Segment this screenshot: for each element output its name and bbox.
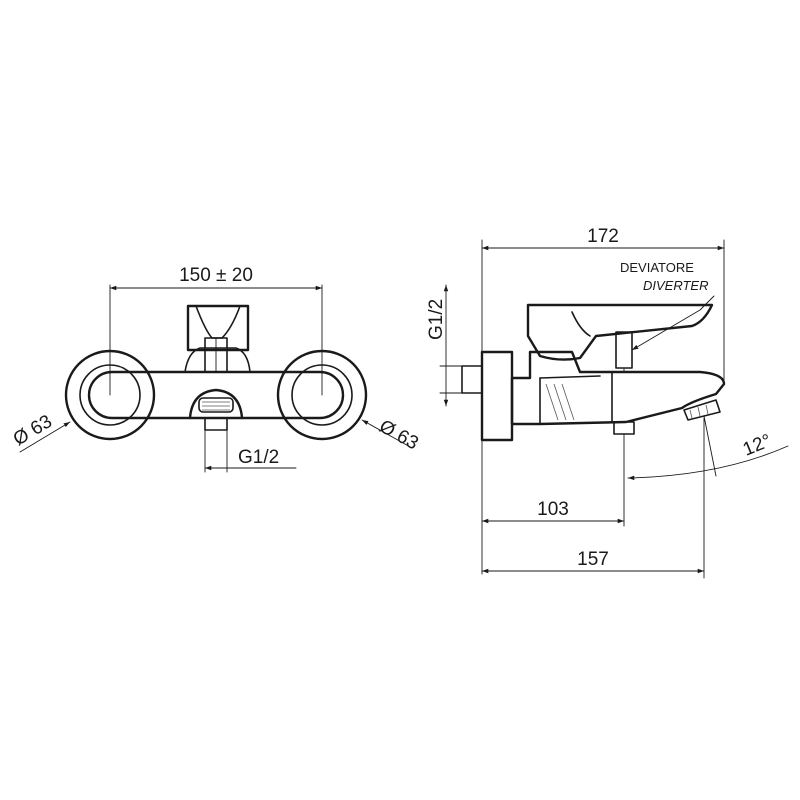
inlet-stub	[461, 365, 483, 394]
spout-length-dimension: 157	[481, 417, 705, 579]
diverter-knob	[615, 331, 633, 373]
depth-dimension: 172	[481, 226, 725, 385]
mixer-body	[87, 347, 345, 431]
wall-flange	[480, 350, 514, 442]
spout-aerator	[683, 399, 721, 421]
spout-length-label: 157	[577, 549, 609, 570]
side-body	[510, 350, 726, 426]
lever-handle	[186, 304, 250, 373]
side-lever	[526, 303, 714, 361]
width-dimension-label: 150 ± 20	[179, 265, 253, 286]
left-diameter-callout: Ø 63	[10, 411, 71, 453]
front-view: 150 ± 20 Ø 63 Ø 63 G1/2	[10, 265, 422, 473]
outlet-position-label: 103	[537, 499, 569, 520]
right-diameter-callout: Ø 63	[361, 416, 422, 454]
depth-dimension-label: 172	[587, 226, 619, 247]
outlet-thread-dimension: G1/2	[204, 429, 297, 473]
right-diameter-label: Ø 63	[376, 416, 422, 454]
outlet-thread-label: G1/2	[238, 447, 279, 468]
width-dimension: 150 ± 20	[109, 265, 323, 396]
side-view: 172 DEVIATORE DIVERTER G1/2 103 157	[426, 226, 789, 579]
diverter-callout: DEVIATORE DIVERTER	[620, 260, 715, 351]
diverter-label-en: DIVERTER	[643, 278, 709, 293]
inlet-thread-dimension: G1/2	[426, 284, 463, 407]
inlet-thread-label: G1/2	[426, 299, 447, 340]
side-outlet	[613, 421, 635, 435]
spout-angle-dimension: 12°	[627, 415, 789, 481]
diverter-label-it: DEVIATORE	[620, 260, 694, 275]
outlet-position-dimension: 103	[481, 433, 625, 575]
spout-angle-label: 12°	[740, 430, 775, 460]
